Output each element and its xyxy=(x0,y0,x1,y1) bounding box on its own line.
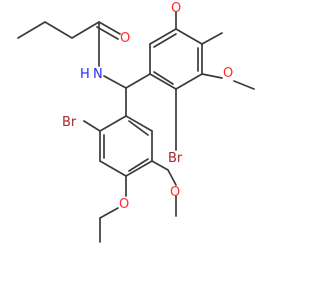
nh-hydrogen: H xyxy=(80,67,90,82)
oxygen-atom-methoxy-2: O xyxy=(223,66,233,81)
bond xyxy=(71,21,100,39)
bond xyxy=(99,115,127,132)
bond xyxy=(96,26,119,40)
molecule-diagram: O N H O O Br Br O O xyxy=(17,1,255,243)
nitrogen-atom: N xyxy=(93,67,103,82)
bond xyxy=(125,73,151,89)
bond xyxy=(201,32,223,45)
bond xyxy=(175,28,203,45)
bond xyxy=(149,28,177,45)
bond xyxy=(44,21,73,39)
bond xyxy=(128,120,149,136)
structure-svg: O N H O O Br Br O O xyxy=(17,1,255,243)
bond xyxy=(125,115,153,132)
bond xyxy=(98,21,121,35)
bond xyxy=(175,73,203,90)
bond xyxy=(153,71,174,85)
bond xyxy=(149,73,177,90)
oxygen-atom-methoxy-1: O xyxy=(171,1,181,16)
bond xyxy=(99,207,119,219)
bond xyxy=(151,160,169,171)
bromine-atom-upper: Br xyxy=(168,151,183,166)
bond xyxy=(83,120,101,132)
bond xyxy=(201,73,223,79)
bond xyxy=(17,21,46,39)
bond xyxy=(233,80,255,90)
bromine-atom-lower: Br xyxy=(62,115,77,130)
bond xyxy=(128,158,149,172)
bond xyxy=(125,160,153,177)
bond xyxy=(103,75,127,89)
oxygen-atom-methoxy-4: O xyxy=(119,197,129,212)
bond xyxy=(99,160,127,177)
bond xyxy=(167,169,177,186)
oxygen-atom-amide: O xyxy=(120,31,130,46)
oxygen-atom-methoxy-3: O xyxy=(170,185,180,200)
bond xyxy=(153,33,177,48)
